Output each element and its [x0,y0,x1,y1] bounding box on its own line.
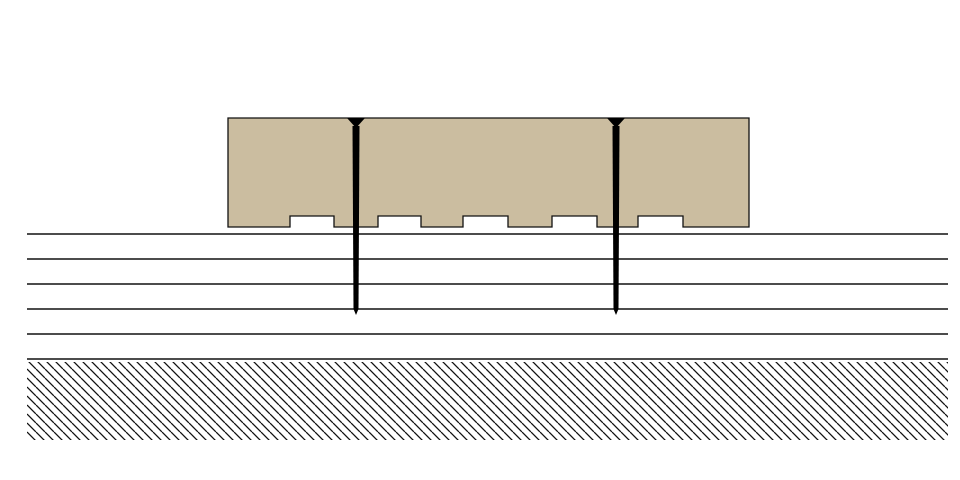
screw-shank [352,126,360,315]
hatched-ground [27,362,948,440]
screw-shank [612,126,620,315]
screw-head [607,118,625,128]
substrate-layers [27,233,948,360]
grooved-board [227,117,750,228]
screw [607,118,625,315]
screw [347,118,365,315]
screw-head [347,118,365,128]
